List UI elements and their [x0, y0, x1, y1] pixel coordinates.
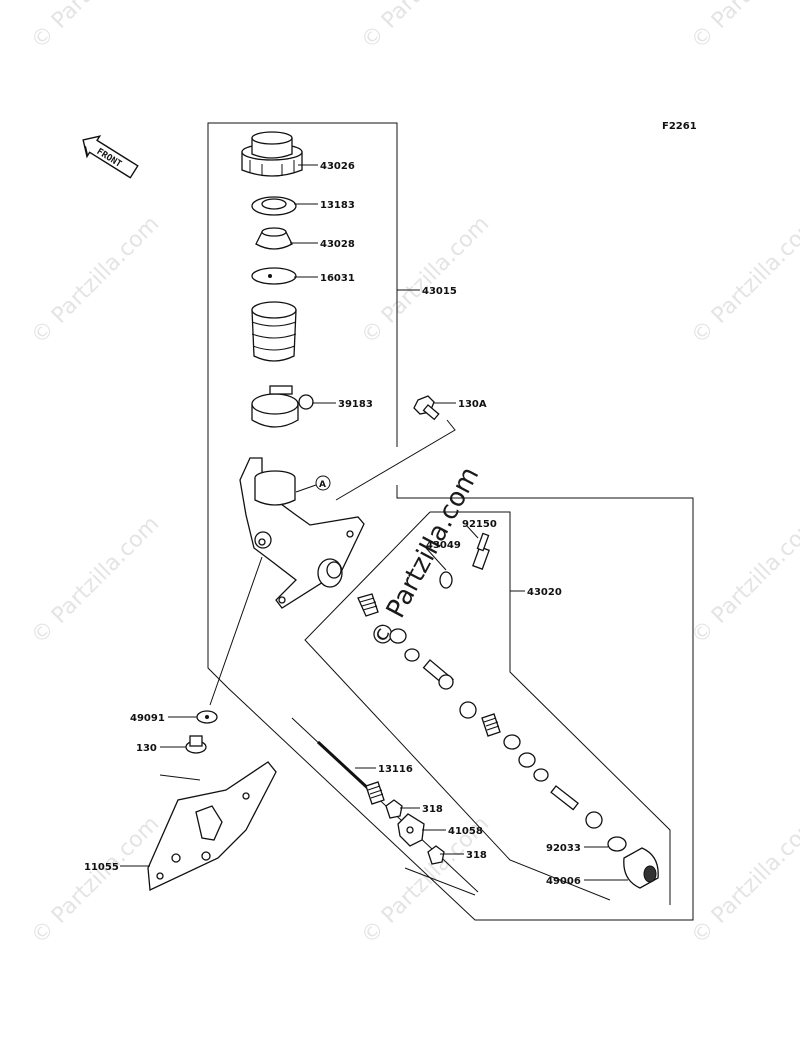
label-43028: 43028	[320, 239, 355, 250]
watermark: © Partzilla.com	[27, 812, 165, 950]
label-49091: 49091	[130, 713, 165, 724]
diaphragm-43028	[255, 227, 293, 250]
label-130a: 130A	[458, 399, 487, 410]
watermark: © Partzilla.com	[687, 212, 800, 350]
watermark: © Partzilla.com	[27, 0, 165, 54]
washer-16031	[251, 267, 297, 285]
piston-kit	[357, 593, 603, 829]
label-43049: 43049	[426, 540, 461, 551]
label-39183: 39183	[338, 399, 373, 410]
label-11055: 11055	[84, 862, 119, 873]
bracket-plate-11055	[147, 761, 277, 891]
label-13116: 13116	[378, 764, 413, 775]
nut-318-lower	[427, 845, 445, 865]
callout-a: A	[295, 475, 331, 493]
label-41058: 41058	[448, 826, 483, 837]
label-43015: 43015	[422, 286, 457, 297]
washer-43049	[439, 571, 453, 589]
label-318-upper: 318	[422, 804, 443, 815]
leader-lines	[120, 164, 628, 881]
watermark: © Partzilla.com	[27, 212, 165, 350]
master-cylinder-body	[239, 457, 365, 609]
watermark: © Partzilla.com	[687, 812, 800, 950]
watermark: © Partzilla.com	[27, 512, 165, 650]
label-13183: 13183	[320, 200, 355, 211]
plate-13183	[251, 196, 297, 216]
watermark-center: © Partzilla.com	[365, 462, 486, 653]
clevis-41058	[397, 813, 425, 847]
bolt-130a	[413, 395, 440, 421]
svg-text:A: A	[319, 480, 326, 490]
watermark-layer: © Partzilla.com © Partzilla.com © Partzi…	[27, 0, 800, 949]
boot-49006	[623, 847, 659, 889]
watermark: © Partzilla.com	[687, 512, 800, 650]
label-49006: 49006	[546, 876, 581, 887]
label-318-lower: 318	[466, 850, 487, 861]
watermark: © Partzilla.com	[357, 212, 495, 350]
watermark: © Partzilla.com	[357, 0, 495, 54]
bracket-lines	[159, 122, 694, 921]
reservoir-cap-43026	[241, 131, 303, 177]
label-43020: 43020	[527, 587, 562, 598]
snap-ring-92033	[607, 836, 627, 852]
part-labels: 43026 13183 43028 16031 43015 39183 130A…	[84, 161, 581, 887]
label-16031: 16031	[320, 273, 355, 284]
push-rod-13116	[316, 740, 385, 805]
nut-318-upper	[385, 799, 403, 819]
bolt-130	[185, 735, 207, 754]
watermark: © Partzilla.com	[687, 0, 800, 54]
label-92150: 92150	[462, 519, 497, 530]
clamp-39183	[251, 385, 314, 428]
label-92033: 92033	[546, 843, 581, 854]
label-130: 130	[136, 743, 157, 754]
bolt-92150	[472, 532, 490, 570]
reservoir-body	[251, 301, 297, 362]
label-43026: 43026	[320, 161, 355, 172]
diagram-code: F2261	[662, 121, 697, 132]
front-arrow-icon: FRONT	[82, 135, 139, 179]
